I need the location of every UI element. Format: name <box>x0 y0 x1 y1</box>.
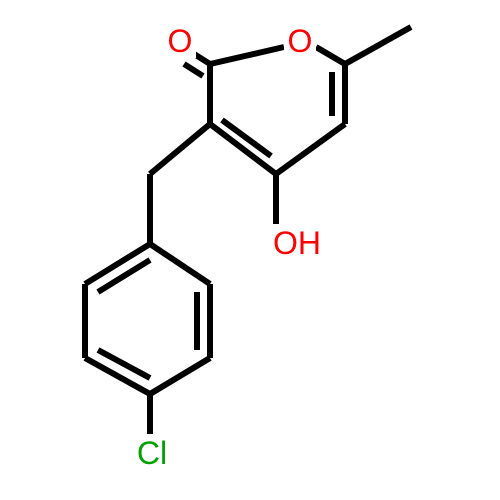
chlorine-atom: Cl <box>128 434 174 471</box>
bond-c6-methyl <box>343 24 413 67</box>
chlorine-label: Cl <box>137 435 167 471</box>
bond-ph3-ph4 <box>148 355 212 397</box>
ring-oxygen-label: O <box>288 23 313 59</box>
bond-c2-o1 <box>209 44 285 67</box>
bond-c4-c3 <box>208 121 278 177</box>
bond-ph4-ph5 <box>83 355 152 397</box>
bond-c2-o-carbonyl-second <box>182 61 205 79</box>
bond-c3-ch2 <box>148 121 212 177</box>
bond-ph1-ph2 <box>148 241 212 287</box>
bond-c4-c3-inner <box>220 117 273 159</box>
bond-o1-c6 <box>314 44 347 67</box>
bond-ph6-ph1 <box>83 241 152 287</box>
atom-labels: O O OH Cl <box>128 22 326 471</box>
hydroxyl-group: OH <box>268 224 326 261</box>
carbonyl-oxygen-label: O <box>168 23 193 59</box>
carbonyl-oxygen: O <box>164 22 196 59</box>
bond-ph6-ph1-inner <box>96 257 152 295</box>
bonds <box>82 24 413 436</box>
bond-ph4-ph5-inner <box>96 347 152 381</box>
bond-c5-c4 <box>274 121 347 177</box>
hydroxyl-label: OH <box>273 225 321 261</box>
ring-oxygen: O <box>284 22 316 59</box>
